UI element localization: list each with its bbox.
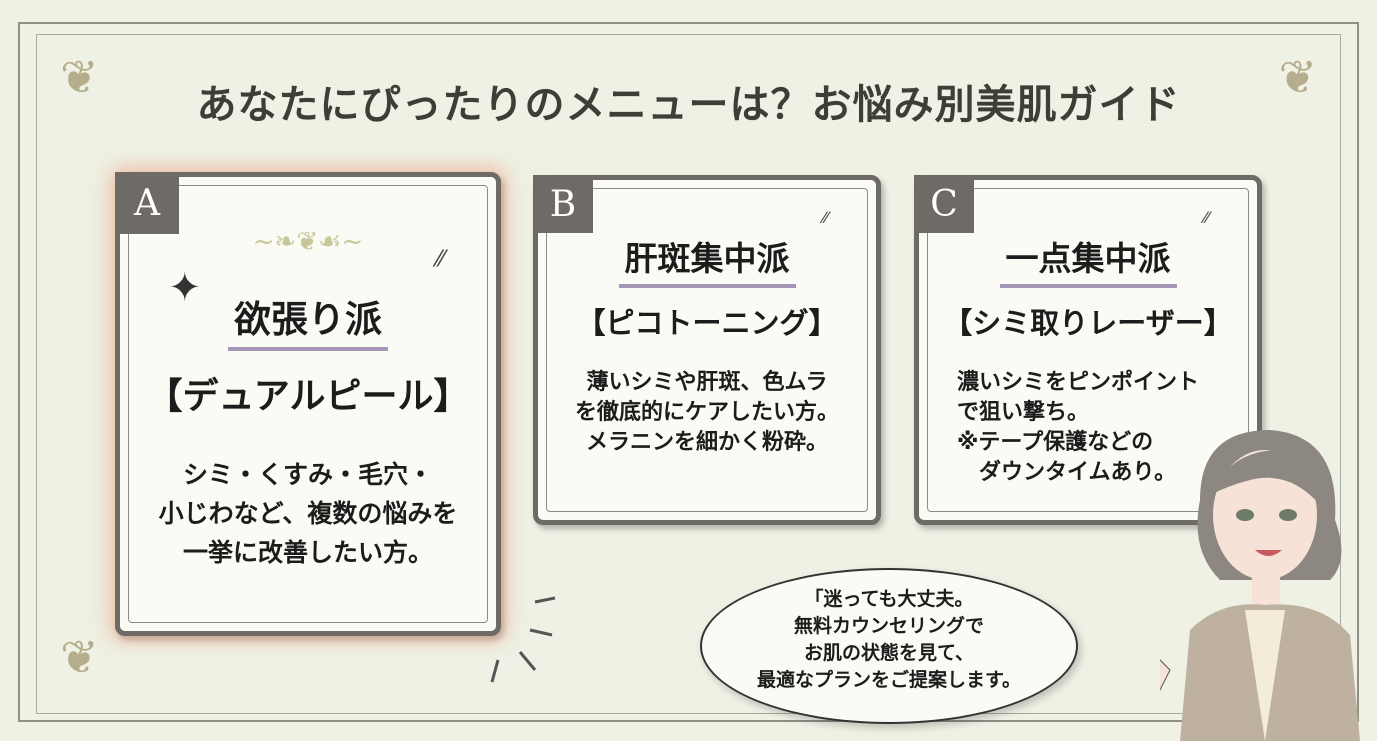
card-letter: B	[533, 175, 593, 233]
emphasis-lines-icon: ⁄⁄	[1203, 208, 1209, 227]
card-type: 肝斑集中派	[538, 232, 876, 288]
emphasis-lines-icon: ⁄⁄	[822, 208, 828, 227]
consultant-illustration	[1160, 430, 1360, 741]
sparkle-icon: ✦	[168, 265, 202, 311]
emphasis-lines-icon: ⁄⁄	[436, 247, 444, 272]
card-type: 欲張り派	[120, 289, 496, 351]
card-treatment: 【ピコトーニング】	[576, 306, 838, 340]
outer-frame	[18, 22, 1359, 722]
card-letter: A	[115, 172, 179, 234]
card-b: B ⁄⁄ 肝斑集中派 【ピコトーニング】 薄いシミや肝斑、色ムラを徹底的にケアし…	[533, 175, 881, 525]
flourish-ornament-icon: ❦	[60, 50, 99, 104]
card-c: C ⁄⁄ 一点集中派 【シミ取りレーザー】 濃いシミをピンポイントで狙い撃ち。※…	[914, 175, 1262, 525]
card-description: シミ・くすみ・毛穴・小じわなど、複数の悩みを一挙に改善したい方。	[158, 460, 458, 567]
flourish-ornament-icon: ❦	[60, 630, 99, 684]
inner-frame	[36, 34, 1341, 714]
page-title: あなたにぴったりのメニューは？お悩み別美肌ガイド	[196, 81, 1181, 128]
card-a: A ~❧❦☙~ ✦ ⁄⁄ 欲張り派 【デュアルピール】 シミ・くすみ・毛穴・小じ…	[115, 172, 501, 636]
ornament-icon: ~❧❦☙~	[252, 227, 364, 257]
card-description: 濃いシミをピンポイントで狙い撃ち。※テープ保護などの ダウンタイムあり。	[957, 370, 1200, 485]
card-treatment: 【デュアルピール】	[146, 376, 470, 417]
card-treatment: 【シミ取りレーザー】	[943, 306, 1233, 340]
speech-bubble: 「迷っても大丈夫。無料カウンセリングでお肌の状態を見て、最適なプランをご提案しま…	[700, 568, 1078, 724]
card-type: 一点集中派	[919, 232, 1257, 288]
card-description: 薄いシミや肝斑、色ムラを徹底的にケアしたい方。メラニンを細かく粉砕。	[574, 370, 839, 455]
flourish-ornament-icon: ❦	[1278, 50, 1317, 104]
emphasis-lines-icon	[490, 596, 556, 683]
card-letter: C	[914, 175, 974, 233]
